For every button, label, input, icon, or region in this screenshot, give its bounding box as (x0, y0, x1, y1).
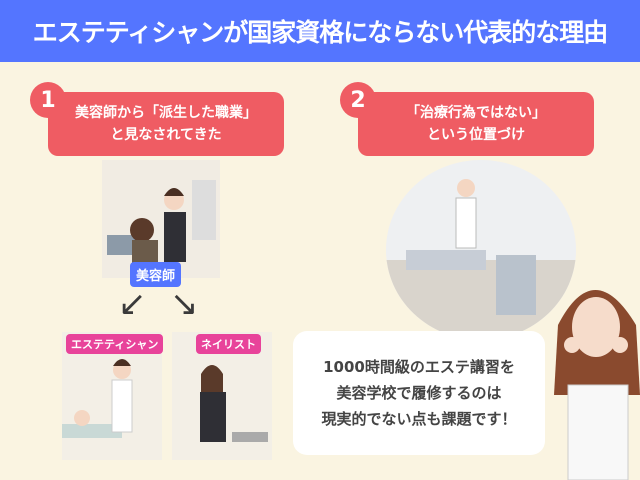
arrow-down-left-icon: ↙ (118, 284, 147, 324)
page-title: エステティシャンが国家資格にならない代表的な理由 (0, 0, 640, 62)
nailist-tag: ネイリスト (196, 334, 261, 354)
reason-2-callout: 「治療行為ではない」 という位置づけ (358, 92, 594, 156)
reason-2-line1: 「治療行為ではない」 (406, 105, 546, 121)
treatment-room-scene (386, 160, 576, 340)
reason-1-number: 1 (30, 82, 66, 118)
reason-2-line2: という位置づけ (427, 127, 525, 143)
note-line-1: 1000時間級のエステ講習を (323, 358, 515, 376)
reason-2-number: 2 (340, 82, 376, 118)
hairdresser-scene (102, 160, 220, 278)
worried-woman-illustration (554, 290, 640, 480)
reason-1-line1: 美容師から「派生した職業」 (75, 105, 257, 121)
reason-1-line2: と見なされてきた (110, 127, 222, 143)
arrow-down-right-icon: ↘ (170, 284, 199, 324)
hairdresser-illustration (102, 160, 220, 278)
note-line-3: 現実的でない点も課題です！ (321, 410, 517, 428)
treatment-room-illustration (386, 160, 576, 340)
hairdresser-tag: 美容師 (130, 262, 182, 287)
note-box: 1000時間級のエステ講習を 美容学校で履修するのは 現実的でない点も課題です！ (293, 331, 545, 455)
reason-1-callout: 美容師から「派生した職業」 と見なされてきた (48, 92, 284, 156)
esthetician-tag: エステティシャン (66, 334, 164, 354)
note-line-2: 美容学校で履修するのは (336, 384, 502, 402)
